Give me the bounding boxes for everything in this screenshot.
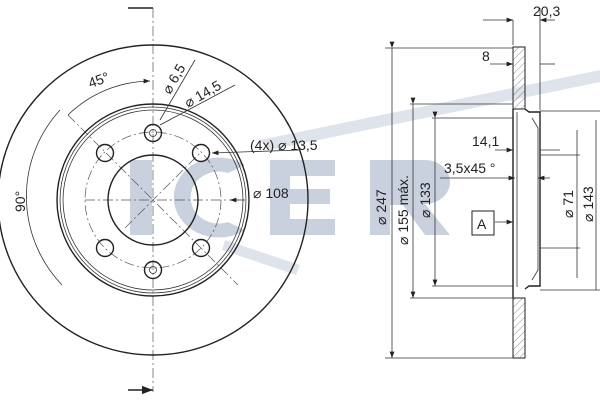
dim-247: ⌀ 247 [373, 189, 389, 225]
dim-143: ⌀ 143 [580, 186, 596, 222]
angle-45-label: 45° [86, 69, 111, 91]
hole-14-5-label: ⌀ 14,5 [182, 77, 224, 111]
dim-8: 8 [482, 48, 490, 64]
center-bore [107, 154, 199, 246]
dim-155-max: ⌀ 155 máx. [395, 175, 411, 245]
bolt-holes-label: (4x) ⌀ 13,5 [250, 137, 318, 153]
side-view: 20,3 8 14,1 3,5x45 ° A ⌀ 247 ⌀ 155 máx. … [373, 3, 600, 359]
dim-chamfer: 3,5x45 ° [444, 160, 496, 176]
dim-133: ⌀ 133 [417, 182, 433, 218]
pcd-label: ⌀ 108 [253, 185, 289, 201]
bolt-holes [95, 123, 211, 280]
front-view: 45° 90° ⌀ 6,5 ⌀ 14,5 (4x) ⌀ 13,5 ⌀ 108 [0, 7, 318, 392]
angle-90-label: 90° [12, 191, 28, 212]
disc-outer-edge [0, 44, 309, 356]
datum-a: A [477, 216, 487, 232]
dim-14-1: 14,1 [472, 133, 499, 149]
dim-20-3: 20,3 [533, 3, 560, 19]
dim-71: ⌀ 71 [560, 190, 576, 218]
